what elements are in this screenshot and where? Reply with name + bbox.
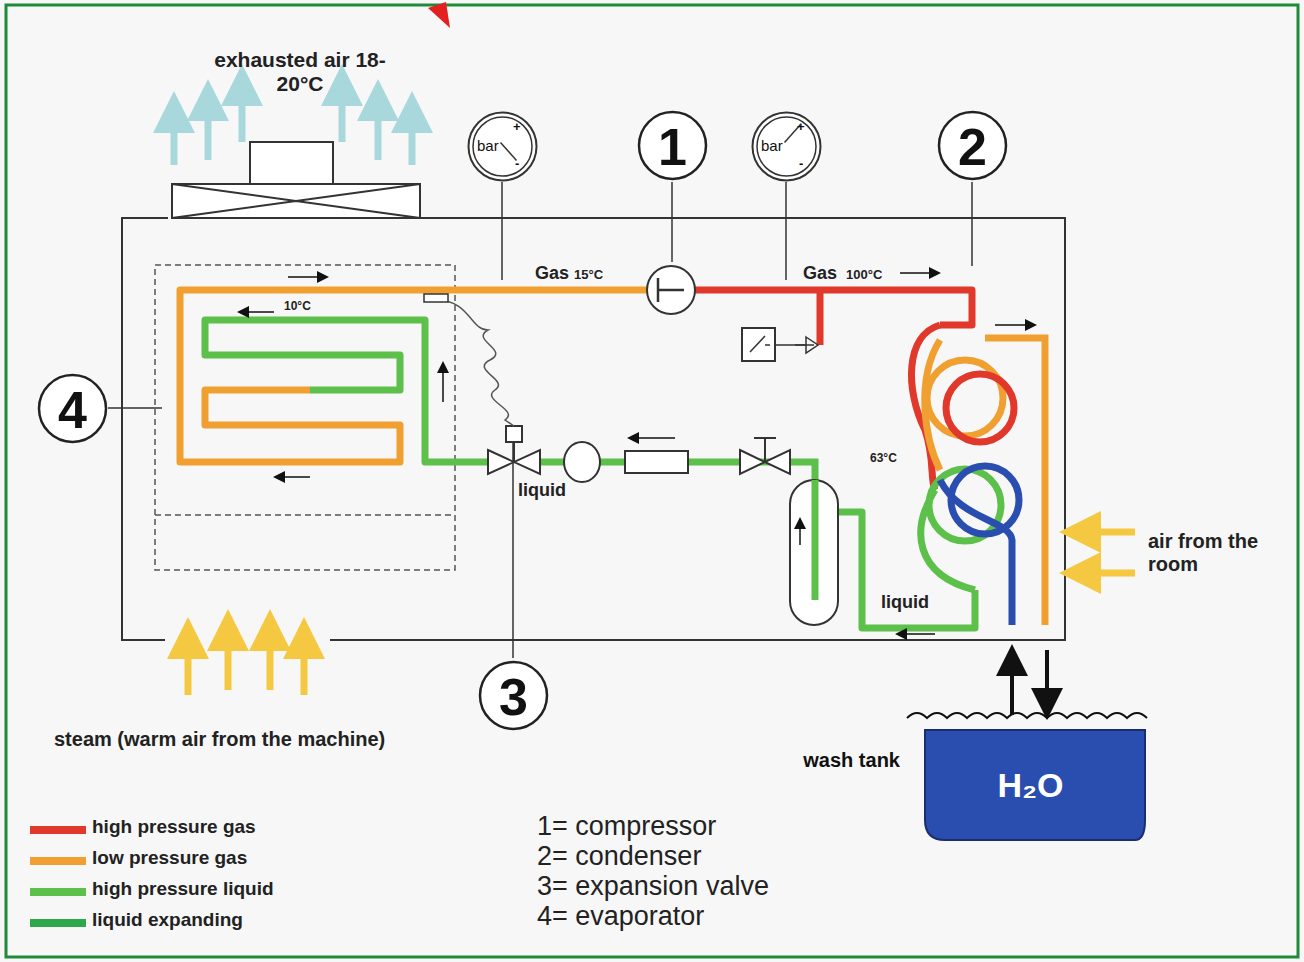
temperature: 10°C [284, 300, 311, 314]
gauge-unit: bar [761, 138, 783, 153]
temperature: 15°C [574, 268, 603, 283]
tank-content: H₂O [997, 768, 1063, 802]
callout-number: 1 [658, 121, 687, 173]
legend-swatch [30, 888, 86, 896]
legend-text: high pressure gas [92, 816, 256, 838]
callout-number: 4 [58, 384, 87, 436]
key-item: 4= evaporator [537, 901, 704, 932]
annotation: steam (warm air from the machine) [54, 728, 385, 751]
pipe-label: liquid [518, 480, 566, 501]
key-item: 3= expansion valve [537, 871, 769, 902]
callout-circle: 3 [478, 660, 549, 731]
callout-circle: 2 [937, 110, 1008, 181]
temperature: 100°C [846, 268, 882, 283]
legend-swatch [30, 919, 86, 927]
callout-circle: 4 [37, 373, 108, 444]
key-item: 2= condenser [537, 841, 701, 872]
gauge-unit: bar [477, 138, 499, 153]
legend-text: high pressure liquid [92, 878, 274, 900]
callout-number: 2 [958, 121, 987, 173]
tank-heading: wash tank [803, 750, 900, 770]
callout-number: 3 [499, 671, 528, 723]
gauge-sign: + [797, 120, 805, 133]
annotation: air from the room [1148, 530, 1288, 576]
legend-text: low pressure gas [92, 847, 247, 869]
pipe-label: Gas [803, 263, 837, 284]
callout-circle: 1 [637, 110, 708, 181]
gauge-sign: - [799, 157, 803, 170]
pipe-label: liquid [881, 592, 929, 613]
legend-swatch [30, 826, 86, 834]
pressure-gauge: bar + - [467, 111, 538, 182]
wash-tank: wash tankH₂O [905, 700, 1160, 845]
pressure-gauge: bar + - [751, 111, 822, 182]
gauge-sign: + [513, 120, 521, 133]
legend-text: liquid expanding [92, 909, 243, 931]
gauge-sign: - [515, 157, 519, 170]
legend-swatch [30, 857, 86, 865]
key-item: 1= compressor [537, 811, 716, 842]
annotation: exhausted air 18-20°C [210, 48, 390, 96]
temperature: 63°C [870, 452, 897, 466]
pipe-label: Gas [535, 263, 569, 284]
